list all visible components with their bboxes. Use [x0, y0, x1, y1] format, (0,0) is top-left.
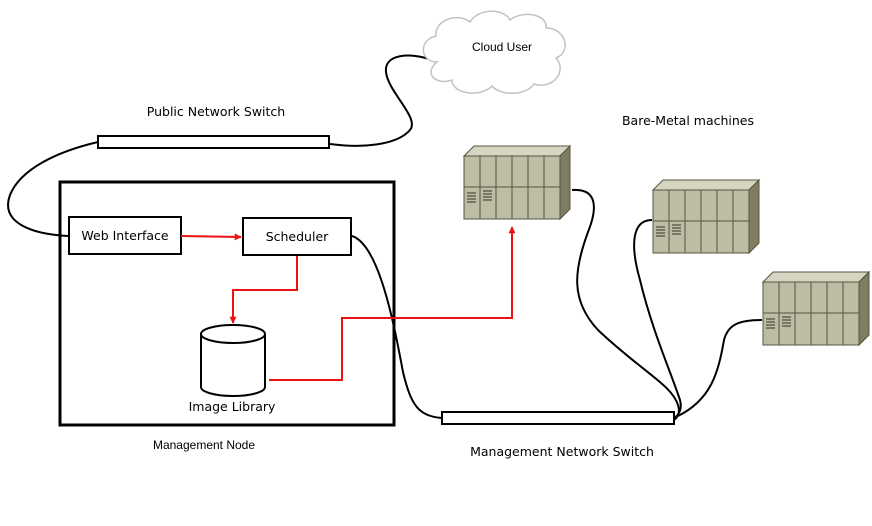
web-interface-label: Web Interface — [81, 228, 168, 243]
bare-metal-label: Bare-Metal machines — [622, 113, 754, 128]
management-node-label: Management Node — [153, 438, 255, 452]
image-library: Image Library — [189, 324, 276, 414]
database-cylinder-icon — [200, 334, 266, 397]
web-interface-box: Web Interface — [68, 216, 182, 255]
server2-to-management-switch-cable — [633, 219, 682, 419]
bare-metal-server-3 — [762, 271, 870, 346]
web-to-scheduler-arrow — [180, 233, 242, 241]
image-library-to-server-arrow — [269, 226, 516, 381]
bare-metal-server-2 — [652, 179, 760, 254]
public-switch-to-web-interface-cable — [7, 141, 99, 237]
scheduler-box: Scheduler — [242, 217, 352, 256]
scheduler-to-image-library-arrow — [229, 256, 298, 324]
management-network-switch — [441, 411, 675, 425]
management-node-box — [58, 180, 396, 427]
cloud-user-label: Cloud User — [472, 40, 532, 54]
network-cables — [7, 54, 763, 421]
cloud-icon — [422, 10, 566, 94]
cloud-to-public-switch-cable — [329, 54, 433, 147]
cloud-user: Cloud User — [422, 10, 566, 94]
public-switch-label: Public Network Switch — [147, 104, 285, 119]
management-switch-label: Management Network Switch — [470, 444, 654, 459]
bare-metal-server-1 — [463, 145, 571, 220]
image-library-label: Image Library — [189, 399, 276, 414]
scheduler-label: Scheduler — [266, 229, 329, 244]
scheduler-to-management-switch-cable — [351, 235, 443, 419]
server3-to-management-switch-cable — [677, 319, 763, 417]
data-flow-arrows — [180, 226, 516, 381]
public-network-switch — [97, 135, 330, 149]
server1-to-management-switch-cable — [571, 188, 680, 421]
